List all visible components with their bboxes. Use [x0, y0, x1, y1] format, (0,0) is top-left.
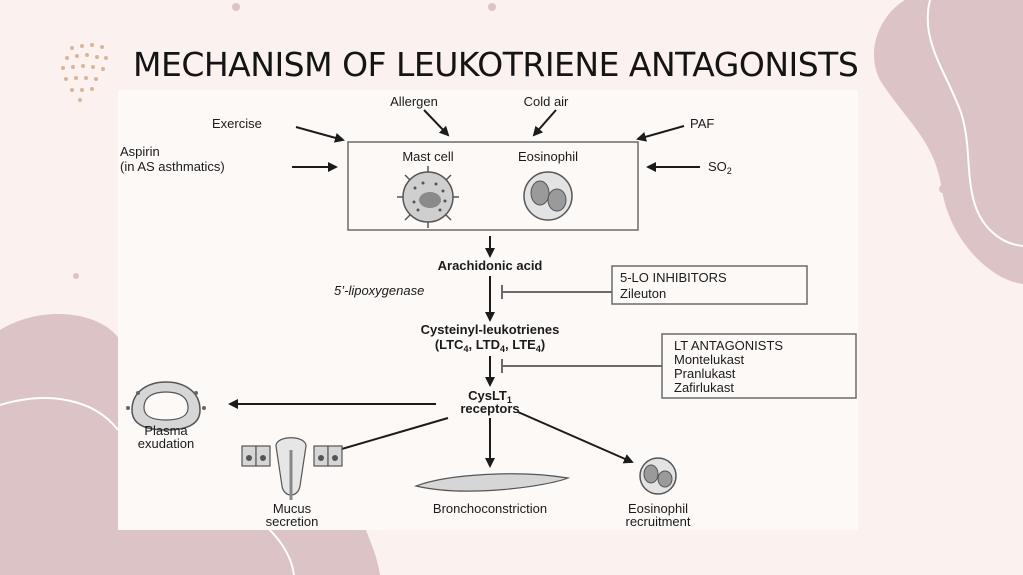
plasma-exudation-image [126, 381, 206, 431]
inhibitor-drug: Zileuton [620, 286, 666, 301]
mechanism-diagram: Allergen Cold air Exercise PAF Aspirin (… [118, 90, 858, 530]
deco-dot [488, 3, 496, 11]
antagonist-box [661, 333, 857, 399]
arrow-eos-recruit [517, 411, 634, 464]
arachidonic-acid: Arachidonic acid [438, 258, 543, 273]
plasma-label-line1: Plasma [144, 423, 188, 438]
bronchoconstriction-image [413, 473, 571, 492]
mast-cell-image [397, 166, 459, 228]
top-right-blob-outline [926, 0, 1023, 247]
eos-recruit-label-line2: recruitment [625, 514, 690, 529]
arrow-exercise [295, 126, 345, 143]
deco-dot [939, 185, 947, 193]
arrow-paf [636, 125, 685, 142]
trigger-exercise: Exercise [212, 116, 262, 131]
mucus-label-line2: secretion [266, 514, 319, 529]
mast-cell-label: Mast cell [402, 149, 453, 164]
lipoxygenase-label: 5’-lipoxygenase [334, 283, 424, 298]
cysteinyl-title: Cysteinyl-leukotrienes [421, 322, 560, 337]
arrow-cold-air [532, 109, 557, 137]
slide-title: MECHANISM OF LEUKOTRIENE ANTAGONISTS [133, 45, 859, 84]
antagonist-drug: Pranlukast [674, 366, 736, 381]
receptor-label: CysLT1 [468, 388, 512, 405]
eosinophil-image [523, 171, 573, 221]
bottom-left-blob-outline [0, 397, 119, 431]
eosinophil-recruitment-image [639, 457, 677, 495]
cysteinyl-list: (LTC4, LTD4, LTE4) [435, 337, 545, 354]
arrow-allergen [423, 109, 450, 137]
trigger-allergen: Allergen [390, 94, 438, 109]
receptor-label-line2: receptors [460, 401, 519, 416]
diagram-canvas: Allergen Cold air Exercise PAF Aspirin (… [120, 94, 857, 529]
mucus-label-line1: Mucus [273, 501, 312, 516]
trigger-paf: PAF [690, 116, 714, 131]
trigger-so2: SO2 [708, 159, 732, 176]
deco-dot [232, 3, 240, 11]
trigger-aspirin-line1: Aspirin [120, 144, 160, 159]
trigger-cold-air: Cold air [524, 94, 569, 109]
inhibitor-box [611, 265, 808, 305]
bottom-left-blob [0, 313, 380, 575]
dots-pattern [61, 43, 108, 102]
trigger-aspirin-line2: (in AS asthmatics) [120, 159, 225, 174]
inhibitor-title: 5-LO INHIBITORS [620, 270, 727, 285]
top-right-blob [874, 0, 1023, 284]
bottom-blob-outline [267, 527, 295, 575]
plasma-label-line2: exudation [138, 436, 194, 451]
antagonist-drug: Zafirlukast [674, 380, 734, 395]
antagonist-title: LT ANTAGONISTS [674, 338, 783, 353]
eosinophil-label: Eosinophil [518, 149, 578, 164]
eos-recruit-label-line1: Eosinophil [628, 501, 688, 516]
antagonist-drug: Montelukast [674, 352, 744, 367]
cell-box [347, 141, 639, 231]
deco-dot [73, 273, 79, 279]
arrow-mucus [326, 417, 449, 456]
mucus-secretion-image [241, 437, 343, 500]
bronchoconstriction-label: Bronchoconstriction [433, 501, 547, 516]
